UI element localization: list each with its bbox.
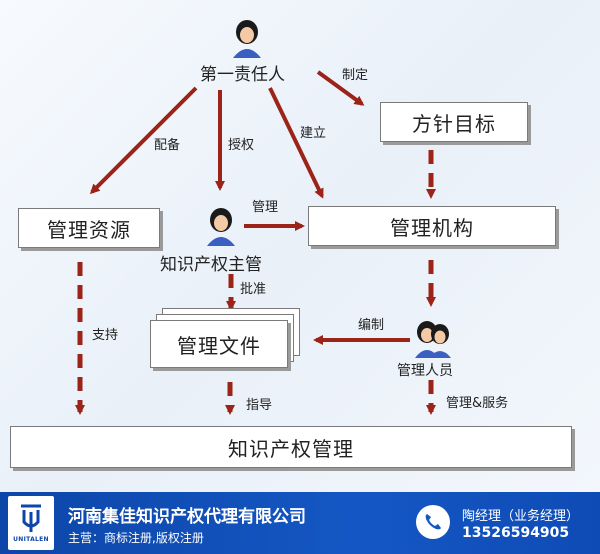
edge-label-compile: 编制	[358, 318, 385, 333]
flow-arrows	[75, 70, 436, 415]
edge-label-approve: 批准	[240, 282, 267, 297]
edge-label-authorize: 授权	[228, 138, 255, 153]
node-manage-documents: 管理文件	[150, 320, 288, 368]
business-scope: 主营：商标注册,版权注册	[68, 531, 204, 545]
edge-label-establish: 建立	[300, 126, 327, 141]
node-policy-goals: 方针目标	[380, 102, 528, 142]
arrow-to-policy	[316, 70, 365, 106]
org-diagram: 第一责任人 知识产权主管 管理人员 方针目标 管理资源 管理机构 管理文件 知识…	[0, 0, 600, 492]
contact-phone[interactable]: 13526594905	[462, 525, 570, 541]
edge-label-guide: 指导	[246, 398, 273, 413]
person-icon-supervisor	[207, 208, 235, 246]
company-logo: UNITALEN	[8, 496, 54, 550]
node-management-org: 管理机构	[308, 206, 556, 246]
unitalen-logo-icon	[21, 504, 41, 532]
edge-label-manage-service: 管理&服务	[446, 396, 509, 411]
person-icon-staff	[415, 321, 451, 358]
edge-label-allocate: 配备	[154, 138, 181, 153]
node-management-staff: 管理人员	[397, 363, 453, 379]
person-icon-top	[233, 20, 261, 58]
node-ip-management: 知识产权管理	[10, 426, 572, 468]
logo-text: UNITALEN	[13, 535, 49, 543]
contact-name: 陶经理（业务经理）	[462, 509, 580, 524]
company-name: 河南集佳知识产权代理有限公司	[68, 507, 306, 527]
edge-label-support: 支持	[92, 328, 119, 343]
node-ip-supervisor: 知识产权主管	[160, 255, 262, 275]
edge-label-manage: 管理	[252, 200, 279, 215]
phone-icon[interactable]	[416, 505, 450, 539]
arrow-to-resources	[89, 86, 198, 195]
company-footer: UNITALEN 河南集佳知识产权代理有限公司 主营：商标注册,版权注册 陶经理…	[0, 492, 600, 554]
arrow-to-org-from-top	[268, 87, 324, 199]
node-first-responsible: 第一责任人	[200, 65, 285, 85]
edge-label-formulate: 制定	[342, 68, 369, 83]
node-manage-resources: 管理资源	[18, 208, 160, 248]
